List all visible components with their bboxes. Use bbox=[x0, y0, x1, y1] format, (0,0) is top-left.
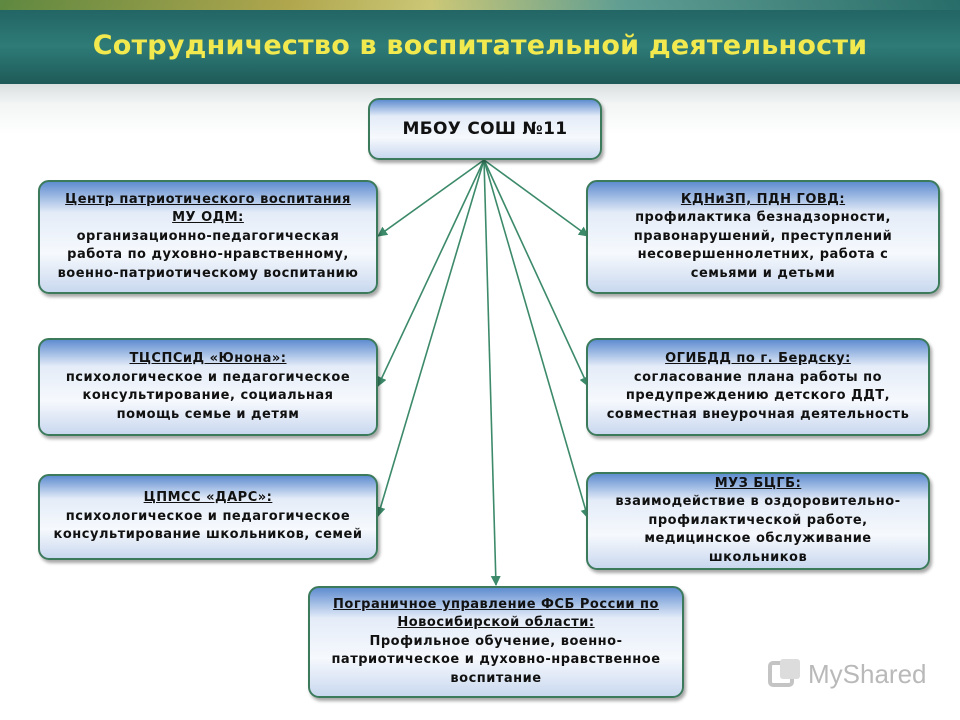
partner-box-kdn: КДНиЗП, ПДН ГОВД: профилактика безнадзор… bbox=[586, 180, 940, 294]
partner-box-muz: МУЗ БЦГБ: взаимодействие в оздоровительн… bbox=[586, 472, 930, 570]
partner-description: согласование плана работы по предупрежде… bbox=[606, 369, 910, 422]
arrow-to-kdn bbox=[483, 159, 589, 237]
watermark-icon bbox=[768, 659, 800, 687]
partner-name: ТЦСПСиД «Юнона»: bbox=[129, 351, 287, 366]
arrow-to-patriotic-center bbox=[377, 159, 485, 237]
partner-description: организационно-педагогическая работа по … bbox=[57, 228, 359, 281]
arrow-to-dars bbox=[375, 159, 485, 517]
header-decoration bbox=[0, 0, 960, 10]
partner-name: МУЗ БЦГБ: bbox=[714, 475, 802, 491]
partner-name: КДНиЗП, ПДН ГОВД: bbox=[680, 191, 846, 207]
partner-box-fsb: Пограничное управление ФСБ России по Нов… bbox=[308, 586, 684, 698]
arrow-to-ogibdd bbox=[483, 159, 589, 387]
partner-box-dars: ЦПМСС «ДАРС»: психологическое и педагоги… bbox=[38, 474, 378, 560]
partner-description: психологическое и педагогическое консуль… bbox=[53, 508, 363, 543]
arrow-to-muz bbox=[483, 159, 591, 519]
root-node: МБОУ СОШ №11 bbox=[368, 98, 602, 160]
partner-box-patriotic-center: Центр патриотического воспитания МУ ОДМ:… bbox=[38, 180, 378, 294]
partner-name: Центр патриотического воспитания МУ ОДМ: bbox=[65, 191, 351, 226]
partner-description: психологическое и педагогическое консуль… bbox=[65, 369, 351, 422]
arrow-to-yunona bbox=[377, 159, 485, 387]
partner-description: взаимодействие в оздоровительно- профила… bbox=[615, 494, 901, 565]
partner-name: ОГИБДД по г. Бердску: bbox=[665, 351, 851, 366]
partner-description: профилактика безнадзорности, правонаруше… bbox=[633, 210, 893, 281]
partner-box-yunona: ТЦСПСиД «Юнона»: психологическое и педаг… bbox=[38, 338, 378, 436]
page-title: Сотрудничество в воспитательной деятельн… bbox=[92, 30, 868, 61]
header-banner: Сотрудничество в воспитательной деятельн… bbox=[0, 0, 960, 84]
watermark-logo: MyShared bbox=[768, 655, 928, 693]
root-label: МБОУ СОШ №11 bbox=[402, 118, 568, 139]
partner-description: Профильное обучение, военно- патриотичес… bbox=[331, 633, 661, 686]
partner-name: ЦПМСС «ДАРС»: bbox=[143, 490, 273, 506]
arrow-to-fsb bbox=[483, 159, 501, 586]
watermark-text: MyShared bbox=[808, 659, 927, 689]
partner-name: Пограничное управление ФСБ России по Нов… bbox=[333, 596, 659, 631]
partner-box-ogibdd: ОГИБДД по г. Бердску: согласование плана… bbox=[586, 338, 930, 436]
